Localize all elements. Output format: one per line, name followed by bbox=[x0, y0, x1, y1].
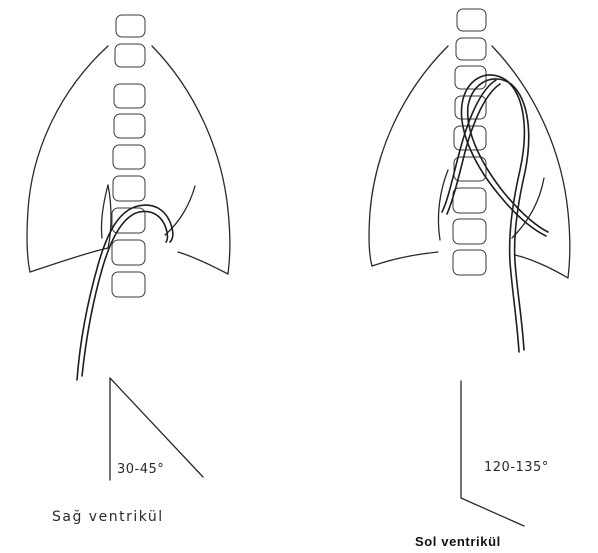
right-angle-label: 120-135° bbox=[484, 460, 549, 475]
right-angle-base-line bbox=[461, 498, 524, 526]
heart-left-border bbox=[438, 170, 448, 240]
left-lung-base bbox=[372, 252, 438, 266]
left-vertebra bbox=[116, 15, 145, 37]
left-vertebra bbox=[114, 84, 145, 108]
right-vertebral-column bbox=[453, 9, 486, 275]
right-lung-base bbox=[515, 255, 568, 278]
left-caption: Sağ ventrikül bbox=[52, 509, 164, 525]
left-lung-outer-contour bbox=[27, 46, 108, 272]
right-vertebra bbox=[456, 38, 486, 60]
right-vertebra bbox=[455, 66, 486, 89]
right-caption: Sol ventrikül bbox=[415, 534, 501, 549]
left-lung-inner-contour bbox=[108, 185, 111, 248]
left-angle-indicator: 30-45° bbox=[110, 378, 203, 480]
left-vertebra bbox=[113, 145, 145, 169]
right-vertebra bbox=[457, 9, 486, 31]
left-vertebra bbox=[114, 114, 145, 138]
heart-right-border bbox=[165, 186, 195, 235]
heart-left-border bbox=[101, 185, 108, 238]
left-vertebra bbox=[112, 240, 145, 265]
left-lung-outer-contour bbox=[369, 46, 448, 266]
right-angle-indicator: 120-135° bbox=[461, 381, 549, 526]
left-vertebra bbox=[113, 176, 145, 201]
right-vertebra bbox=[453, 188, 486, 213]
right-lung-base bbox=[178, 252, 228, 274]
left-vertebra bbox=[115, 44, 145, 67]
left-angle-label: 30-45° bbox=[117, 462, 164, 477]
right-panel: 120-135° Sol ventrikül bbox=[369, 9, 570, 549]
right-vertebra bbox=[453, 219, 486, 244]
left-vertebra bbox=[112, 272, 145, 297]
left-panel: 30-45° Sağ ventrikül bbox=[27, 15, 230, 525]
right-vertebra bbox=[453, 250, 486, 275]
right-catheter-line-inner bbox=[468, 79, 548, 350]
right-lung-outer-contour bbox=[152, 46, 230, 274]
left-vertebral-column bbox=[112, 15, 145, 297]
